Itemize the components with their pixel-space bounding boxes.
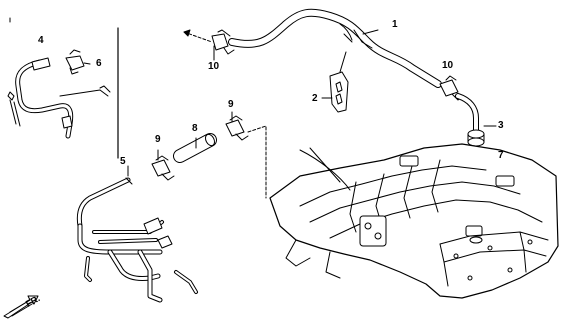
callout-6: 6: [96, 58, 102, 69]
part-5-pipe: [76, 165, 198, 303]
inset-frame: [9, 17, 119, 159]
part-10-clamp-left: [211, 29, 235, 61]
part-1-hose: [228, 8, 442, 88]
part-9-clamp-right: [225, 111, 249, 141]
callout-10-right: 10: [442, 60, 454, 71]
part-8-hose: [173, 133, 217, 163]
engine-intake-manifold: [269, 143, 559, 299]
callout-3: 3: [498, 120, 504, 131]
part-4-pipe: [7, 57, 111, 139]
part-6-clamp: [65, 49, 91, 75]
part-9-clamp-left: [151, 149, 175, 181]
part-2-bracket: [321, 51, 349, 113]
callout-9-right: 9: [228, 99, 234, 110]
callout-2: 2: [312, 93, 318, 104]
callout-9-left: 9: [155, 134, 161, 145]
callout-4: 4: [38, 35, 44, 46]
part-10-clamp-right: [439, 75, 463, 101]
dashed-leader-engine: [247, 125, 267, 199]
arrow-leader: [183, 29, 213, 43]
front-direction-arrow: [3, 295, 39, 319]
callout-1: 1: [392, 19, 398, 30]
callout-8: 8: [192, 123, 198, 134]
callout-10-left: 10: [208, 61, 220, 72]
callout-5: 5: [120, 156, 126, 167]
part-3-pcv-valve: [455, 93, 497, 147]
callout-7: 7: [498, 150, 504, 161]
